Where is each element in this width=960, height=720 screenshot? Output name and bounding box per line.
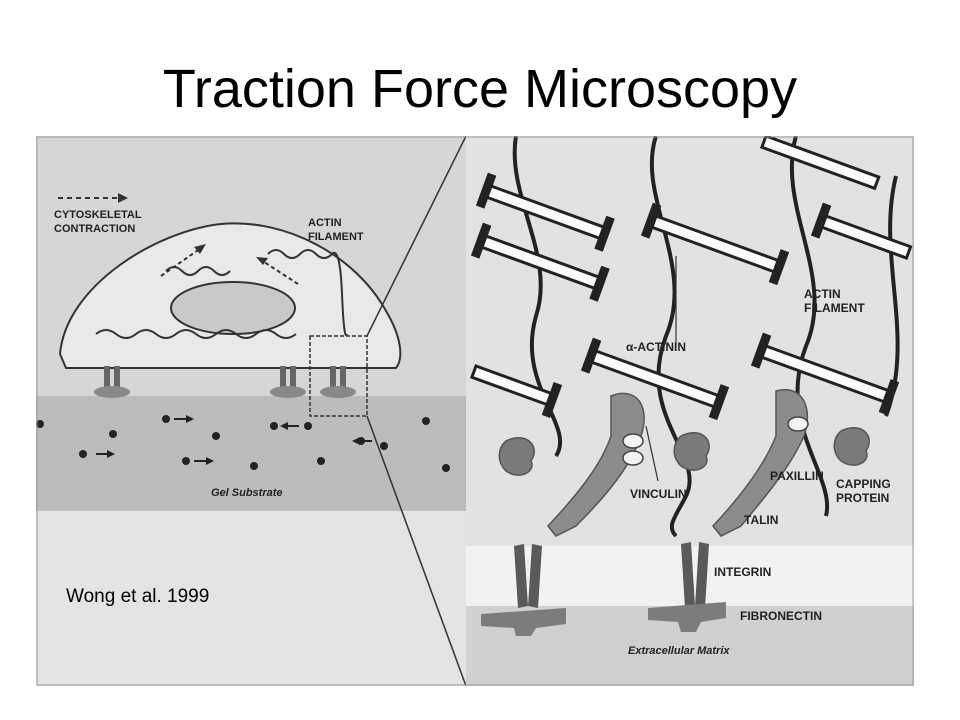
capping-proteins xyxy=(498,427,870,476)
zoom-connector-bottom xyxy=(366,415,467,686)
label-integrin: INTEGRIN xyxy=(714,565,771,579)
label-actin-left: ACTIN xyxy=(308,217,342,229)
contraction-arrow-left xyxy=(160,247,202,277)
label-fibronectin: FIBRONECTIN xyxy=(740,609,822,623)
zoom-connector-top xyxy=(366,136,467,337)
citation: Wong et al. 1999 xyxy=(66,586,210,607)
talin-vinculin-proteins xyxy=(547,389,809,537)
actin-filament-left-panel xyxy=(95,329,297,339)
label-leader-lines xyxy=(645,256,677,482)
zoom-region-box xyxy=(309,335,368,417)
label-talin: TALIN xyxy=(744,513,778,527)
receptor-middle xyxy=(270,366,306,398)
label-protein: PROTEIN xyxy=(836,491,889,505)
slide-title: Traction Force Microscopy xyxy=(162,59,798,119)
integrin-receptors xyxy=(514,542,709,608)
traction-force-diagram: CYTOSKELETAL CONTRACTION ACTIN FILAMENT … xyxy=(36,136,914,686)
legend-arrowhead xyxy=(118,193,128,203)
actin-filaments-right-panel xyxy=(512,136,900,538)
paxillin-proteins xyxy=(622,416,809,466)
right-panel: ACTIN FILAMENT α-ACTININ VINCULIN PAXILL… xyxy=(466,136,914,686)
label-filament-left: FILAMENT xyxy=(308,231,364,243)
actinin-crosslinks xyxy=(469,136,913,421)
actin-filament-left-panel-upper xyxy=(165,266,231,276)
label-paxillin: PAXILLIN xyxy=(770,469,824,483)
label-actin-right: ACTIN xyxy=(804,287,841,301)
contraction-arrowhead-right xyxy=(256,257,268,265)
lower-blank-region xyxy=(36,511,466,686)
contraction-arrow-right xyxy=(260,259,299,285)
contraction-arrowhead-left xyxy=(194,244,206,254)
gel-beads xyxy=(36,415,450,472)
figure-frame xyxy=(36,136,914,686)
label-vinculin: VINCULIN xyxy=(630,487,687,501)
cell-nucleus xyxy=(170,281,296,335)
label-cytoskeletal: CYTOSKELETAL xyxy=(54,209,142,221)
displacement-arrows xyxy=(96,415,372,465)
receptor-left xyxy=(94,366,130,398)
actin-filament-left-panel-right xyxy=(267,249,348,337)
left-panel: CYTOSKELETAL CONTRACTION ACTIN FILAMENT … xyxy=(36,136,466,686)
label-filament-right: FILAMENT xyxy=(804,301,865,315)
label-capping: CAPPING xyxy=(836,477,891,491)
label-alpha-actinin: α-ACTININ xyxy=(626,340,686,354)
label-extracellular-matrix: Extracellular Matrix xyxy=(628,645,730,657)
label-contraction: CONTRACTION xyxy=(54,223,135,235)
label-gel-substrate: Gel Substrate xyxy=(211,487,283,499)
fibronectin-proteins xyxy=(481,602,726,636)
receptor-right xyxy=(320,366,356,398)
